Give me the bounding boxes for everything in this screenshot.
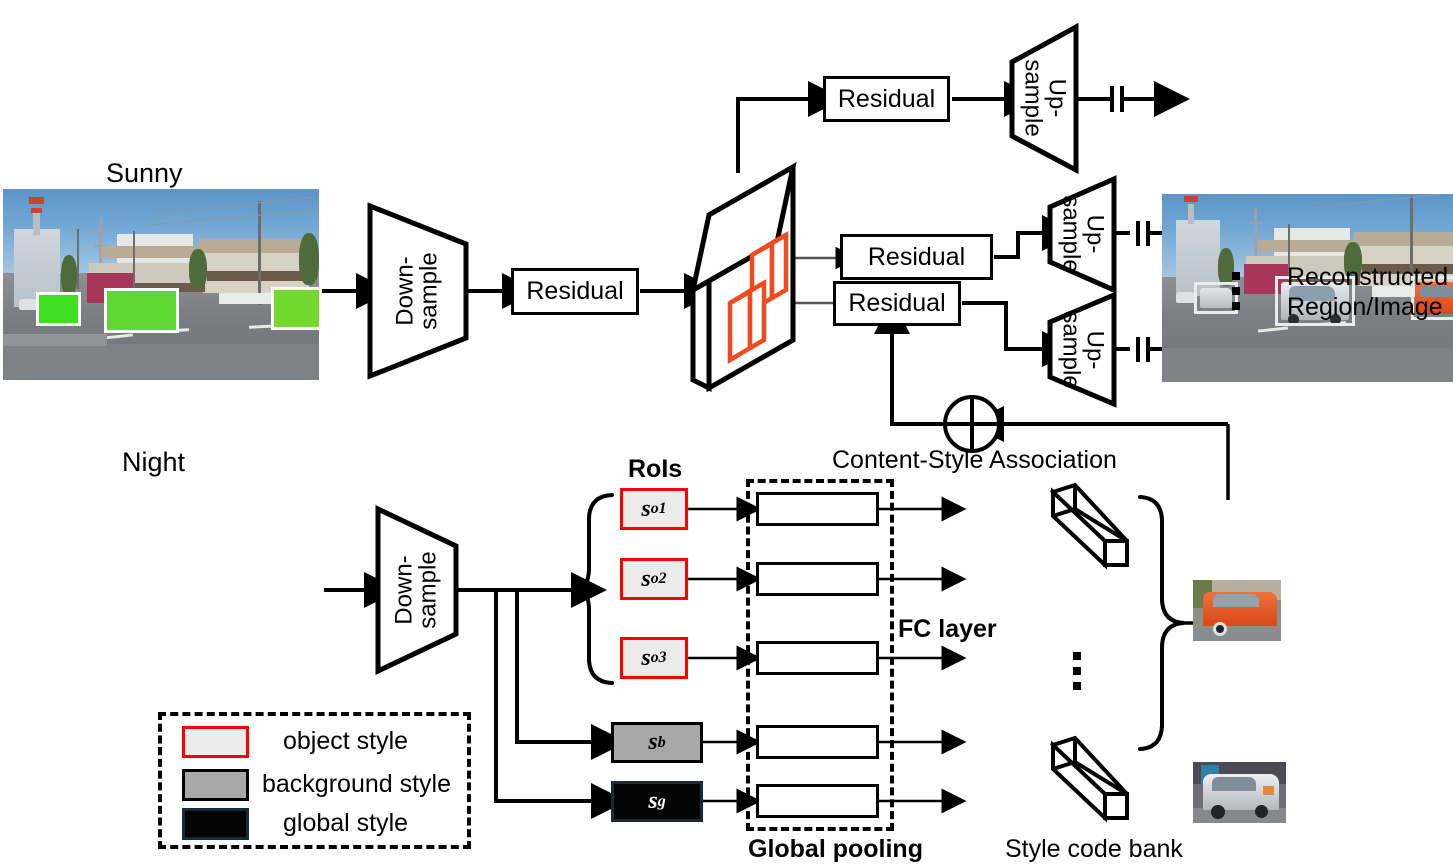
sunny-source-image [3, 189, 319, 380]
legend-label-object: object style [283, 727, 409, 755]
reconstructed-region-silver-car [1193, 762, 1286, 823]
downsample-label-sunny: Down-sample [391, 252, 443, 330]
style-code-bar-bottom [1049, 735, 1129, 823]
encoder-residual-box: Residual [511, 268, 639, 315]
reconstructed-region-ellipsis [1232, 272, 1240, 310]
fc-bar-2 [756, 562, 879, 596]
sunny-roi-box-2 [104, 288, 179, 333]
fc-bar-3 [756, 641, 879, 675]
fc-bar-5 [756, 784, 879, 818]
night-label: Night [122, 447, 186, 477]
decoder-residual-top: Residual [823, 76, 950, 122]
rois-label: RoIs [628, 455, 683, 483]
upsample-label-1: Up-sample [1019, 59, 1071, 137]
reconstructed-bbox-3 [1411, 276, 1453, 320]
content-style-association-label: Content-Style Association [832, 446, 1117, 474]
global-pooling-region [746, 479, 894, 831]
feature-map-roi-boxes [727, 231, 789, 364]
reconstructed-image [1162, 194, 1453, 382]
downsample-label-night: Down-sample [390, 551, 442, 629]
reconstructed-caption-line1: Reconstructed [1287, 263, 1449, 291]
global-pooling-label: Global pooling [748, 835, 923, 863]
reconstructed-region-orange-car [1193, 580, 1281, 641]
sunny-roi-box-3 [271, 287, 319, 330]
fc-layer-label: FC layer [898, 615, 997, 643]
decoder-residual-mid: Residual [840, 234, 993, 280]
fc-bar-1 [756, 492, 879, 526]
background-style-swatch [182, 769, 249, 801]
upsample-label-2: Up-sample [1057, 195, 1109, 273]
sunny-roi-box-1 [36, 292, 81, 326]
encoder-residual-label: Residual [526, 277, 624, 305]
feature-map-slab [689, 162, 797, 393]
reconstructed-caption-line2: Region/Image [1287, 293, 1443, 321]
global-style-swatch [182, 808, 249, 840]
style-code-bar-top [1049, 482, 1129, 570]
reconstructed-bbox-1 [1194, 282, 1238, 314]
content-style-association-operator [943, 395, 1001, 453]
object-style-swatch [182, 726, 249, 758]
reconstructed-car-far [1200, 288, 1232, 308]
legend-label-background: background style [262, 770, 452, 798]
reconstructed-bbox-2 [1275, 276, 1355, 326]
decoder-residual-bottom: Residual [833, 281, 961, 326]
fc-bar-4 [756, 725, 879, 759]
style-code-bank-label: Style code bank [1005, 835, 1183, 863]
style-code-bank-ellipsis [1073, 652, 1081, 690]
upsample-label-3: Up-sample [1057, 311, 1109, 389]
legend-label-global: global style [283, 809, 409, 837]
sunny-label: Sunny [106, 158, 183, 188]
